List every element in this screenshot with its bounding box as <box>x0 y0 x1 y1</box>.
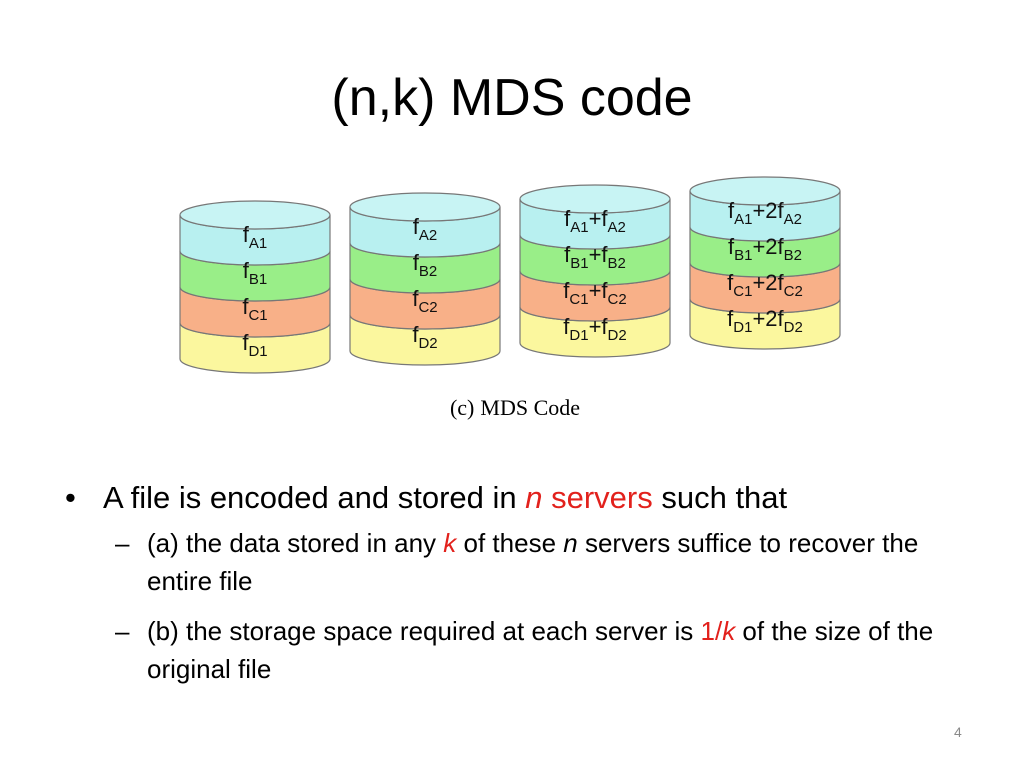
cylinder-label: fA1+2fA2 <box>728 198 802 228</box>
cylinder-label: fC1 <box>242 294 267 324</box>
bullet-main-n: n <box>525 480 543 515</box>
dash-icon: – <box>115 616 130 646</box>
cylinder-label: fC1+fC2 <box>563 278 626 308</box>
cylinder-top <box>689 176 841 206</box>
caption-label: (c) <box>449 395 475 420</box>
cylinder-label: fD1+fD2 <box>563 314 626 344</box>
bullet-sub-a: –(a) the data stored in any k of these n… <box>115 524 985 600</box>
cylinder-label: fC1+2fC2 <box>727 270 803 300</box>
cylinder-label: fD2 <box>412 322 437 352</box>
sub-a-text-3: servers suffice to recover the entire fi… <box>147 528 919 596</box>
sub-a-k: k <box>443 528 457 558</box>
cylinder-label: fA2 <box>413 214 437 244</box>
bullet-sub-b: –(b) the storage space required at each … <box>115 612 985 688</box>
cylinder-label: fB2 <box>413 250 437 280</box>
sub-b-one: 1/ <box>700 616 723 646</box>
cylinder-label: fA1+fA2 <box>564 206 626 236</box>
cylinder-label: fD1 <box>242 330 267 360</box>
sub-a-n: n <box>563 528 578 558</box>
cylinder-label: fA1 <box>243 222 267 252</box>
bullet-main-servers: servers <box>542 480 653 515</box>
server-cylinder-2: fA2 fB2 fC2 fD2 <box>349 192 501 366</box>
slide-title: (n,k) MDS code <box>331 69 693 127</box>
bullet-main-text-2: such that <box>652 480 788 515</box>
sub-b-k: k <box>722 616 736 646</box>
mds-code-diagram: fA1 fB1 fC1 fD1 fA2 fB2 fC2 fD2 fA1+fA2 fB1+fB2 fC… <box>179 176 841 374</box>
cylinder-top <box>349 192 501 222</box>
cylinder-label: fB1 <box>243 258 267 288</box>
cylinder-label: fC2 <box>412 286 437 316</box>
cylinder-label: fB1+fB2 <box>564 242 626 272</box>
sub-b-text-1: (b) the storage space required at each s… <box>147 616 701 646</box>
bullet-main: • A file is encoded and stored in n serve… <box>65 476 985 520</box>
bullet-dot-icon: • <box>65 480 76 515</box>
sub-a-text-2: of these <box>456 528 564 558</box>
caption-text: MDS Code <box>480 395 581 420</box>
cylinder-label: fB1+2fB2 <box>728 234 802 264</box>
server-cylinder-4: fA1+2fA2 fB1+2fB2 fC1+2fC2 fD1+2fD2 <box>689 176 841 350</box>
sub-a-text-1: (a) the data stored in any <box>147 528 444 558</box>
figure-caption: (c)MDS Code <box>0 395 1024 421</box>
page-number: 4 <box>954 724 962 740</box>
cylinder-label: fD1+2fD2 <box>727 306 803 336</box>
server-cylinder-3: fA1+fA2 fB1+fB2 fC1+fC2 fD1+fD2 <box>519 184 671 358</box>
bullet-list: • A file is encoded and stored in n serve… <box>65 476 985 688</box>
server-cylinder-1: fA1 fB1 fC1 fD1 <box>179 200 331 374</box>
sub-b-text-2: of the size of the original file <box>147 616 934 684</box>
cylinder-top <box>519 184 671 214</box>
bullet-main-text-1: A file is encoded and stored in <box>103 480 526 515</box>
dash-icon: – <box>115 528 130 558</box>
cylinder-top <box>179 200 331 230</box>
